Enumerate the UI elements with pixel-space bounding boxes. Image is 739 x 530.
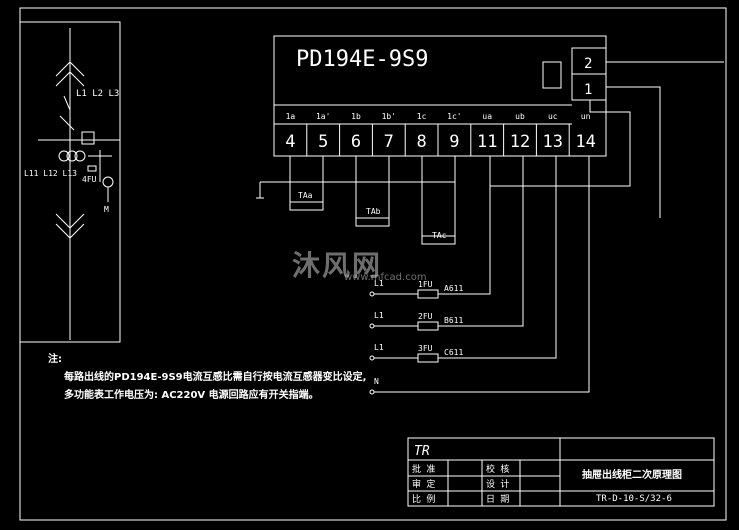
tb-row2-a: 审 定 <box>412 478 435 490</box>
terminal-top-label: un <box>581 112 591 121</box>
fuse-tag-1: A611 <box>444 284 463 293</box>
fuse-tag-2: B611 <box>444 316 463 325</box>
terminal-number: 9 <box>449 132 459 152</box>
terminal-number: 5 <box>318 132 328 152</box>
notes-line-1: 每路出线的PD194E-9S9电流互感比需自行按电流互感器变比设定, <box>64 372 367 383</box>
tb-row1-a: 批 准 <box>412 463 435 475</box>
terminal-top-label: 1a <box>286 112 296 121</box>
tb-row1-b: 校 核 <box>486 463 509 475</box>
terminal-number: 14 <box>575 132 595 152</box>
line-label-2: L1 <box>374 311 384 320</box>
ct-label-a: TAa <box>298 191 313 200</box>
tb-row2-b: 设 计 <box>486 478 509 490</box>
wiring <box>256 61 724 395</box>
ct-label: L11 L12 L13 <box>24 169 77 178</box>
terminal-top-label: ub <box>515 112 525 121</box>
terminal-number: 4 <box>285 132 295 152</box>
meter-symbol: M <box>104 205 109 214</box>
fuse-label-2: 2FU <box>418 312 433 321</box>
single-line-panel <box>19 21 121 343</box>
line-label-3: L1 <box>374 343 384 352</box>
line-label-1: L1 <box>374 279 384 288</box>
side-terminal-2: 2 <box>584 56 592 72</box>
title-block-logo: TR <box>414 444 430 459</box>
watermark-url: www.mfcad.com <box>344 272 427 283</box>
single-line-diagram: L1 L2 L3 L11 L12 L13 4FU M <box>24 28 120 340</box>
fuse-label: 4FU <box>82 175 97 184</box>
meter-logo-icon <box>542 61 562 89</box>
terminal-number: 13 <box>543 132 563 152</box>
terminal-top-label: 1a' <box>316 112 330 121</box>
ct-label-b: TAb <box>366 207 381 216</box>
fuse-tag-3: C611 <box>444 348 463 357</box>
fuse-label-1: 1FU <box>418 280 433 289</box>
watermark-logo: 沐风网 <box>292 249 383 282</box>
terminal-top-label: uc <box>548 112 558 121</box>
notes-line-2: 多功能表工作电压为: AC220V 电源回路应有开关指端。 <box>64 390 319 401</box>
ct-label-c: TAc <box>432 231 447 240</box>
terminal-top-label: 1c' <box>447 112 461 121</box>
tb-row3-b: 日 期 <box>486 494 509 505</box>
drawing-title: 抽屉出线柜二次原理图 <box>582 468 682 481</box>
terminal-top-label: ua <box>482 112 492 121</box>
neutral-label: N <box>374 377 379 386</box>
drawing-number: TR-D-10-S/32-6 <box>596 494 672 504</box>
meter-model: PD194E-9S9 <box>296 47 428 72</box>
fuse-label-3: 3FU <box>418 344 433 353</box>
terminal-top-label: 1b <box>351 112 361 121</box>
terminal-number: 6 <box>351 132 361 152</box>
terminal-top-label: 1b' <box>382 112 396 121</box>
terminal-number: 11 <box>477 132 497 152</box>
meter-block: PD194E-9S9 2 1 1a 4 1a' 5 1b 6 1b' 7 1c 8 1c' 9 ua 11… <box>273 35 607 157</box>
terminal-number: 7 <box>384 132 394 152</box>
title-block: TR 抽屉出线柜二次原理图 TR-D-10-S/32-6 批 准 校 核 审 定… <box>407 437 715 507</box>
bus-label: L1 L2 L3 <box>76 89 119 99</box>
side-terminal-1: 1 <box>584 82 592 98</box>
tb-row3-a: 比 例 <box>412 493 435 505</box>
terminal-number: 12 <box>510 132 530 152</box>
terminal-top-label: 1c <box>417 112 427 121</box>
terminal-number: 8 <box>416 132 426 152</box>
notes-title: 注: <box>48 354 62 365</box>
